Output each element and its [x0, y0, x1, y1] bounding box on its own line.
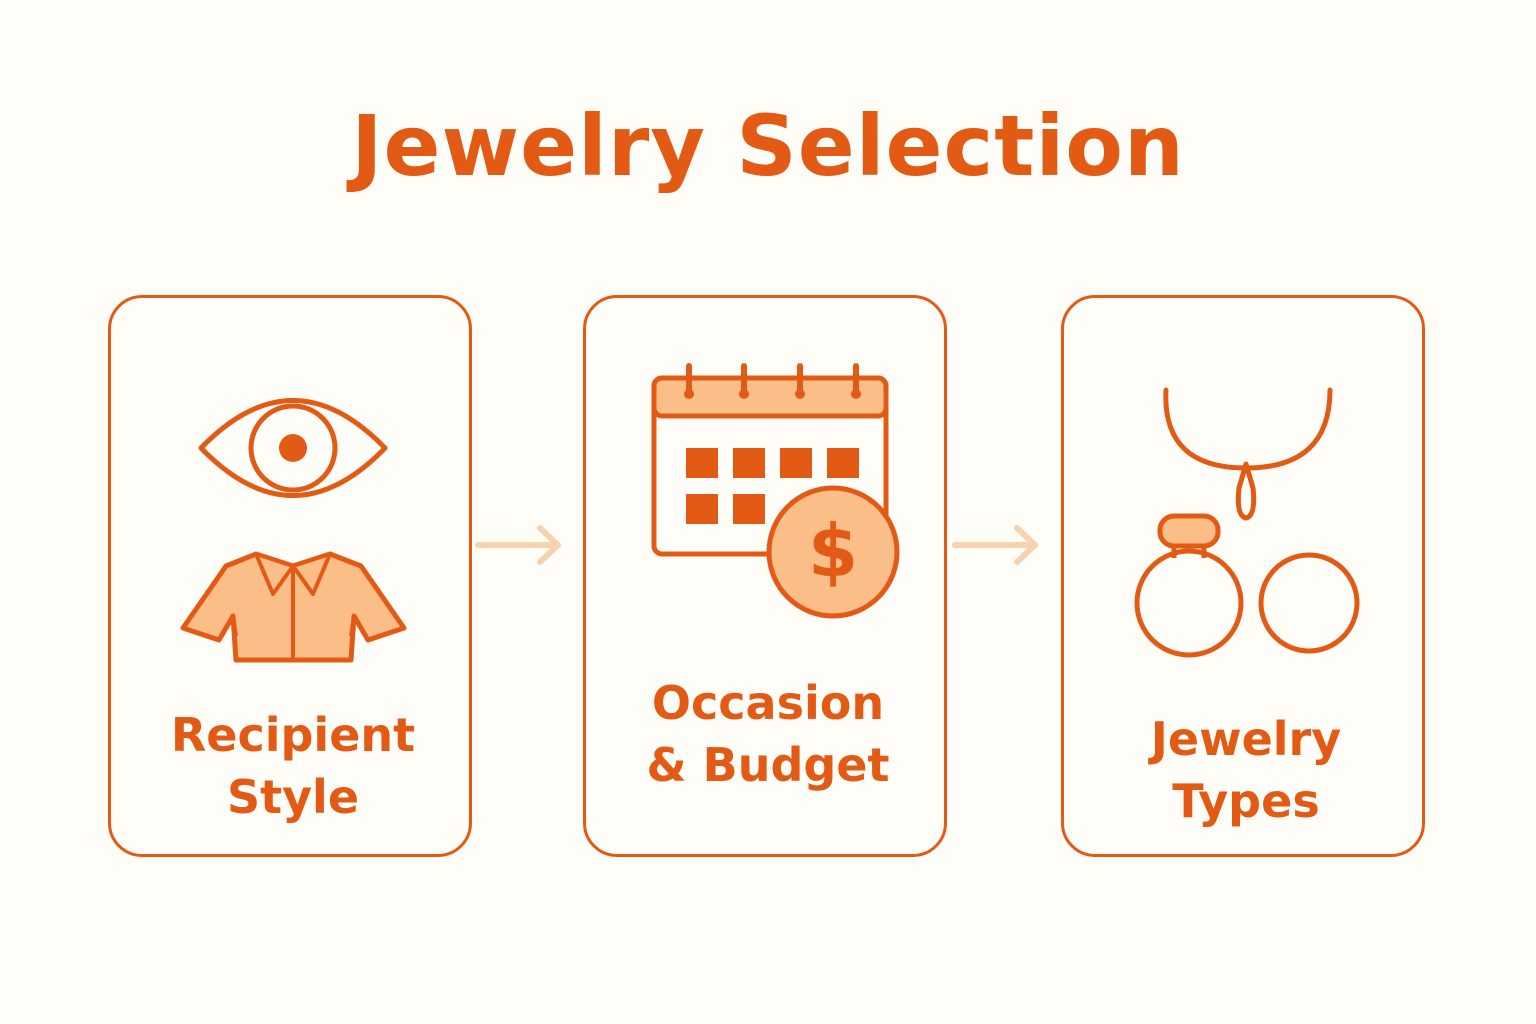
page-title: Jewelry Selection	[351, 97, 1185, 195]
step-label-line: Recipient	[170, 708, 416, 762]
step-card-occasion-budget: $ Occasion & Budget	[583, 295, 947, 857]
step-icon-group-2: $	[651, 363, 900, 619]
svg-text:$: $	[808, 509, 858, 593]
eye-icon	[198, 398, 388, 498]
shirt-icon	[180, 551, 407, 663]
step-label-line: & Budget	[646, 738, 890, 792]
step-label-occasion-budget: Occasion & Budget	[586, 672, 950, 796]
dollar-coin-icon: $	[766, 485, 900, 619]
step-label-line: Style	[226, 770, 360, 824]
step-label-line: Types	[1172, 774, 1320, 828]
arrow-right-icon	[952, 525, 1038, 565]
step-card-recipient-style: Recipient Style	[108, 295, 472, 857]
step-card-jewelry-types: Jewelry Types	[1061, 295, 1425, 857]
bracelet-icon	[1258, 552, 1360, 654]
ring-icon	[1134, 513, 1244, 658]
step-label-line: Occasion	[651, 676, 885, 730]
step-label-jewelry-types: Jewelry Types	[1064, 708, 1428, 832]
step-label-line: Jewelry	[1150, 712, 1342, 766]
arrow-right-icon	[475, 525, 561, 565]
step-label-recipient-style: Recipient Style	[111, 704, 475, 828]
necklace-icon	[1163, 387, 1333, 521]
step-icon-group-3	[1134, 387, 1360, 658]
step-icon-group-1	[180, 398, 407, 663]
